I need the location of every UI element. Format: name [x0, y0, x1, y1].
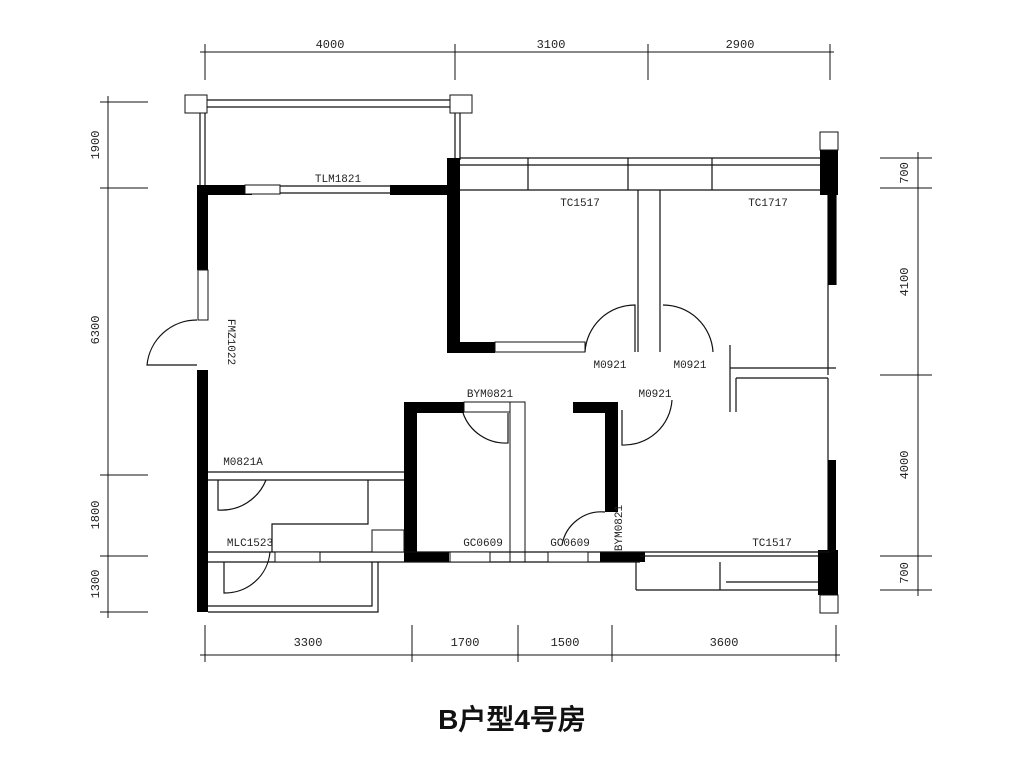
dim-bottom-4: 3600	[710, 636, 739, 650]
dim-left-4: 1300	[89, 570, 103, 599]
dim-bottom-1: 3300	[294, 636, 323, 650]
dimension-left: 1900 6300 1800 1300	[89, 96, 148, 618]
label-fmz1022: FMZ1022	[224, 319, 236, 365]
label-tlm1821: TLM1821	[315, 174, 362, 186]
walls	[197, 131, 839, 614]
label-tc1717: TC1717	[748, 198, 788, 210]
balcony-top	[184, 94, 473, 185]
label-mlc1523: MLC1523	[227, 538, 273, 550]
dim-left-1: 1900	[89, 131, 103, 160]
label-gc0609-b: GC0609	[550, 538, 590, 550]
label-gc0609-a: GC0609	[463, 538, 503, 550]
dim-top-2: 3100	[537, 38, 566, 52]
dimension-bottom: 3300 1700 1500 3600	[200, 625, 840, 662]
dim-top-1: 4000	[316, 38, 345, 52]
dim-right-3: 4000	[898, 451, 912, 480]
label-bym0821-top: BYM0821	[467, 389, 514, 401]
dimension-right: 700 4100 4000 700	[880, 152, 932, 596]
opening-labels: TLM1821 TC1517 TC1717 FMZ1022 M0921 M092…	[223, 174, 792, 551]
label-m0921-b: M0921	[673, 360, 706, 372]
doors	[146, 304, 714, 594]
dim-left-2: 6300	[89, 316, 103, 345]
plan-title: B户型4号房	[438, 704, 586, 735]
dim-left-3: 1800	[89, 501, 103, 530]
dim-bottom-3: 1500	[551, 636, 580, 650]
label-m0921-a: M0921	[593, 360, 626, 372]
label-bym0821-side: BYM0821	[614, 505, 626, 552]
dim-right-2: 4100	[898, 268, 912, 297]
dim-bottom-2: 1700	[451, 636, 480, 650]
dim-right-1: 700	[898, 162, 912, 184]
label-m0921-c: M0921	[638, 389, 671, 401]
label-tc1517-top: TC1517	[560, 198, 600, 210]
label-tc1517-bottom: TC1517	[752, 538, 792, 550]
dim-right-4: 700	[898, 562, 912, 584]
label-m0821a: M0821A	[223, 457, 263, 469]
dimension-top: 4000 3100 2900	[200, 38, 834, 80]
dim-top-3: 2900	[726, 38, 755, 52]
